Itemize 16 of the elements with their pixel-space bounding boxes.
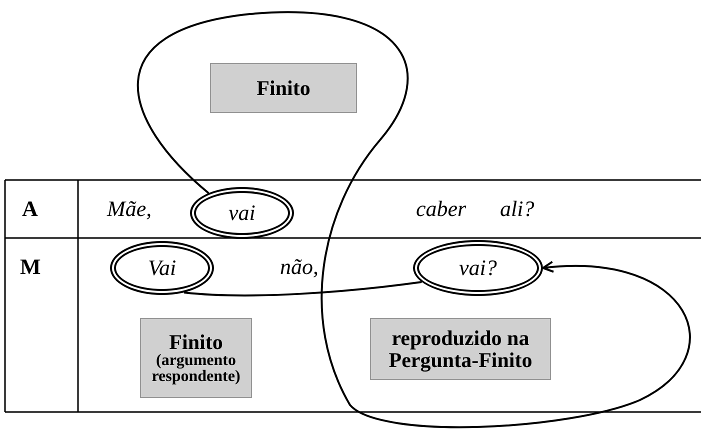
annotation-box: reproduzido na Pergunta-Finito bbox=[370, 318, 551, 380]
connector-line bbox=[184, 281, 422, 296]
utterance-word: ali? bbox=[500, 196, 534, 222]
utterance-word: caber bbox=[416, 196, 466, 222]
curved-arrow bbox=[137, 11, 690, 428]
word-ellipse: vai bbox=[190, 187, 294, 239]
annotation-box bbox=[140, 318, 252, 398]
annotation-box: Finito bbox=[210, 63, 357, 113]
utterance-word: não, bbox=[280, 254, 318, 280]
word-ellipse: vai? bbox=[413, 240, 543, 296]
row-speaker: M bbox=[20, 254, 41, 280]
utterance-word: Mãe, bbox=[107, 196, 152, 222]
word-ellipse: Vai bbox=[110, 241, 214, 295]
row-speaker: A bbox=[22, 196, 38, 222]
box-heading: Finito bbox=[169, 330, 223, 354]
box-note: (argumento respondente) bbox=[150, 353, 242, 386]
